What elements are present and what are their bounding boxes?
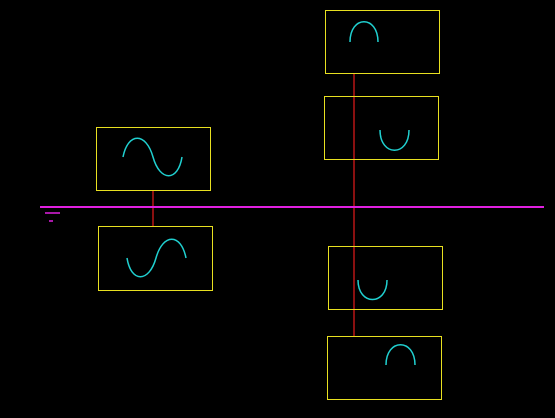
left-upper-box [96, 127, 211, 191]
right-bottom-box [327, 336, 442, 400]
right-third-box [328, 246, 443, 310]
half-wave-cup-icon [379, 129, 410, 151]
right-second-box [324, 96, 439, 160]
ground-symbol-icon [45, 212, 60, 222]
half-wave-arch-icon [385, 344, 416, 366]
half-wave-cup-icon [357, 279, 388, 301]
sine-wave-icon [122, 137, 183, 177]
left-lower-box [98, 226, 213, 291]
half-wave-arch-icon [349, 21, 379, 43]
right-top-box [325, 10, 440, 74]
sine-wave-icon [126, 238, 187, 278]
